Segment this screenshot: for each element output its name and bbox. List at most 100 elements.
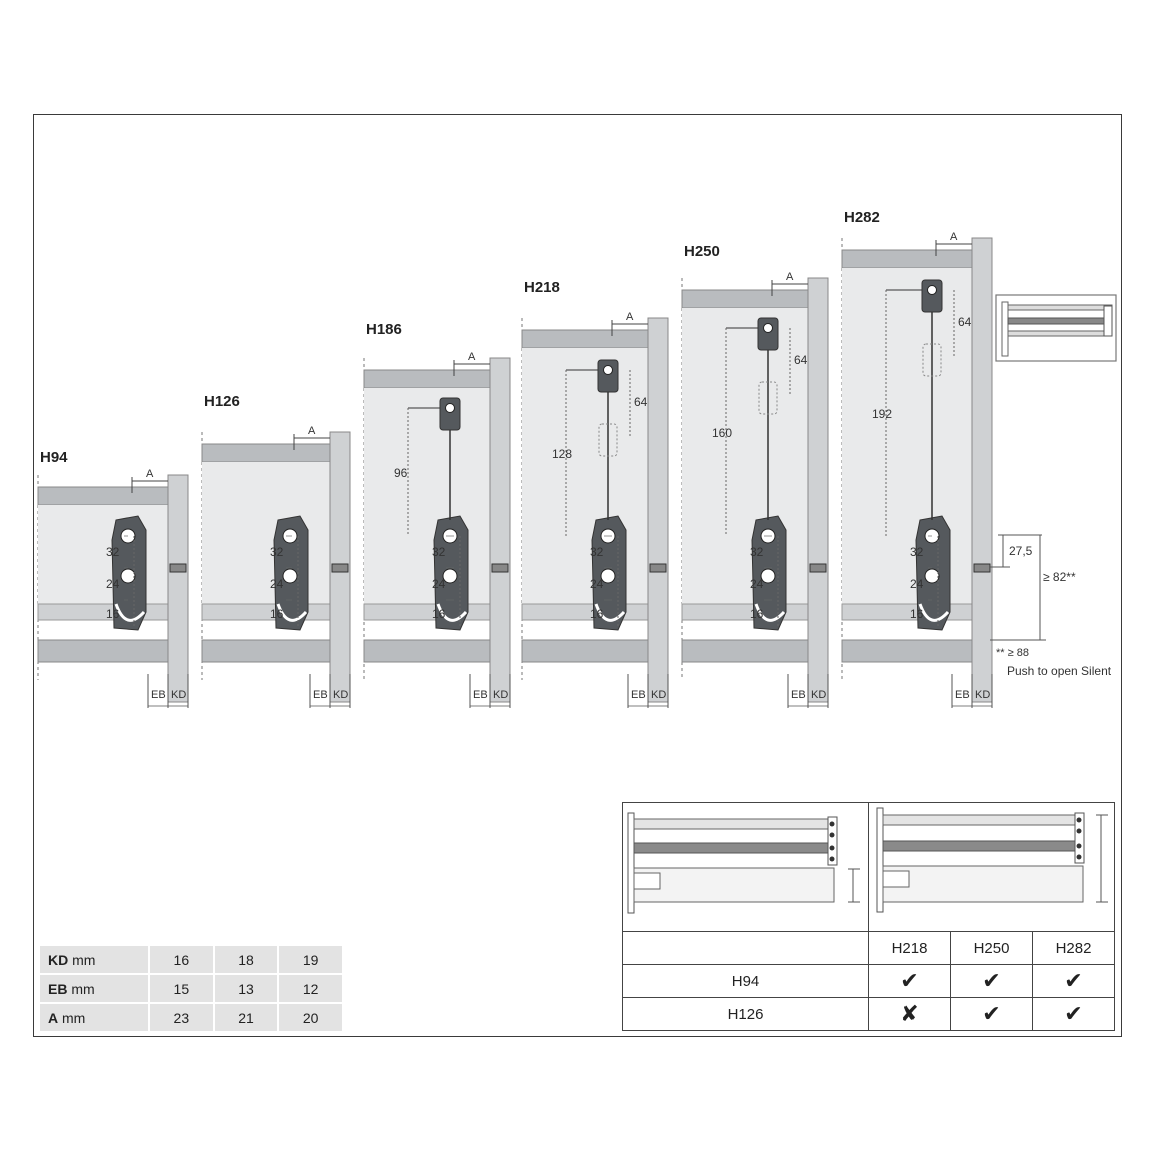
dim-a: A: [146, 468, 154, 480]
compatibility-table: H218 H250 H282 H94 ✔ ✔ ✔ H126 ✘ ✔ ✔: [622, 802, 1115, 1031]
drawer-thumbnail-icon: [995, 294, 1117, 362]
check-icon: ✔: [868, 964, 951, 998]
table-cell: 13: [213, 974, 280, 1004]
table-cell: 12: [278, 974, 344, 1004]
dim-kd: KD: [171, 689, 186, 701]
dim-value: 16: [590, 607, 604, 621]
dim-a: A: [626, 311, 634, 323]
dim-height: 128: [552, 447, 572, 461]
check-icon: ✔: [1032, 964, 1115, 998]
drawer-high-icon: [876, 807, 1108, 913]
dim-eb: EB: [313, 689, 328, 701]
table-row: KD mm 16 18 19: [40, 946, 344, 975]
drawer-label: H250: [684, 243, 720, 260]
dim-value: 32: [750, 545, 764, 559]
dim-value: 32: [106, 545, 120, 559]
check-icon: ✔: [950, 997, 1033, 1031]
dim-value: 16: [750, 607, 764, 621]
drawer-label: H218: [524, 279, 560, 296]
row-unit: mm: [71, 980, 95, 997]
dim-a: A: [468, 351, 476, 363]
dim-kd: KD: [333, 689, 348, 701]
dim-a: A: [308, 425, 316, 437]
footnote-push-to-open: Push to open Silent: [1007, 664, 1112, 678]
dim-value: 16: [270, 607, 284, 621]
dim-value: 24: [750, 577, 764, 591]
row-key: A: [48, 1009, 59, 1026]
dim-a: A: [786, 271, 794, 283]
dim-eb: EB: [955, 689, 970, 701]
drawer-label: H126: [204, 393, 240, 410]
diagram-frame: [33, 114, 1122, 1037]
row-key: KD: [48, 951, 69, 968]
table-cell: 23: [149, 1003, 215, 1033]
col-h218: H218: [868, 931, 951, 965]
dim-kd: KD: [493, 689, 508, 701]
dim-value: 24: [590, 577, 604, 591]
table-cell: 21: [213, 1003, 280, 1033]
footnote-88: ** ≥ 88: [996, 647, 1029, 659]
dim-value: 16: [432, 607, 446, 621]
dim-value: 24: [910, 577, 924, 591]
dim-height: 192: [872, 407, 892, 421]
drawer-low-icon: [627, 812, 860, 914]
table-row: A mm 23 21 20: [40, 1003, 344, 1033]
col-h282: H282: [1032, 931, 1115, 965]
table-row: H94 ✔ ✔ ✔: [622, 964, 1115, 998]
dim-27-5: 27,5: [1009, 544, 1033, 558]
dim-eb: EB: [791, 689, 806, 701]
row-label: H94: [622, 964, 869, 998]
row-key: EB: [48, 980, 68, 997]
cross-icon: ✘: [868, 997, 951, 1031]
dim-gap: 64: [634, 395, 648, 409]
row-unit: mm: [62, 1009, 86, 1026]
drawer-label: H94: [40, 449, 68, 466]
dim-value: 24: [106, 577, 120, 591]
dim-value: 32: [910, 545, 924, 559]
table-row: H126 ✘ ✔ ✔: [622, 997, 1115, 1031]
table-cell: 16: [149, 946, 215, 975]
dim-kd: KD: [811, 689, 826, 701]
dim-height: 160: [712, 426, 732, 440]
dim-a: A: [950, 231, 958, 243]
col-h250: H250: [950, 931, 1033, 965]
dim-eb: EB: [631, 689, 646, 701]
dim-eb: EB: [473, 689, 488, 701]
table-row: EB mm 15 13 12: [40, 974, 344, 1004]
drawer-label: H186: [366, 321, 402, 338]
table-cell: 15: [149, 974, 215, 1004]
check-icon: ✔: [950, 964, 1033, 998]
side-dimensions: 27,5 ≥ 82** ** ≥ 88 Push to open Silent: [990, 534, 1112, 678]
dim-kd: KD: [975, 689, 990, 701]
dim-kd: KD: [651, 689, 666, 701]
table-cell: 18: [213, 946, 280, 975]
dim-value: 32: [432, 545, 446, 559]
dim-value: 24: [432, 577, 446, 591]
compat-image-low: [622, 802, 869, 932]
dim-gap: 64: [794, 353, 808, 367]
dimension-table: KD mm 16 18 19 EB mm 15 13 12 A mm 23 21…: [40, 946, 344, 1033]
dim-value: 32: [270, 545, 284, 559]
check-icon: ✔: [1032, 997, 1115, 1031]
table-cell: 19: [278, 946, 344, 975]
compat-header: H218 H250 H282: [622, 931, 1115, 965]
dim-value: 16: [106, 607, 120, 621]
dim-gap: 64: [958, 315, 972, 329]
dim-value: 32: [590, 545, 604, 559]
compat-image-high: [868, 802, 1115, 932]
dim-82: ≥ 82**: [1043, 570, 1076, 584]
row-label: H126: [622, 997, 869, 1031]
table-cell: 20: [278, 1003, 344, 1033]
drawer-label: H282: [844, 209, 880, 226]
dim-value: 16: [910, 607, 924, 621]
row-unit: mm: [72, 951, 96, 968]
dim-height: 96: [394, 466, 408, 480]
dim-value: 24: [270, 577, 284, 591]
